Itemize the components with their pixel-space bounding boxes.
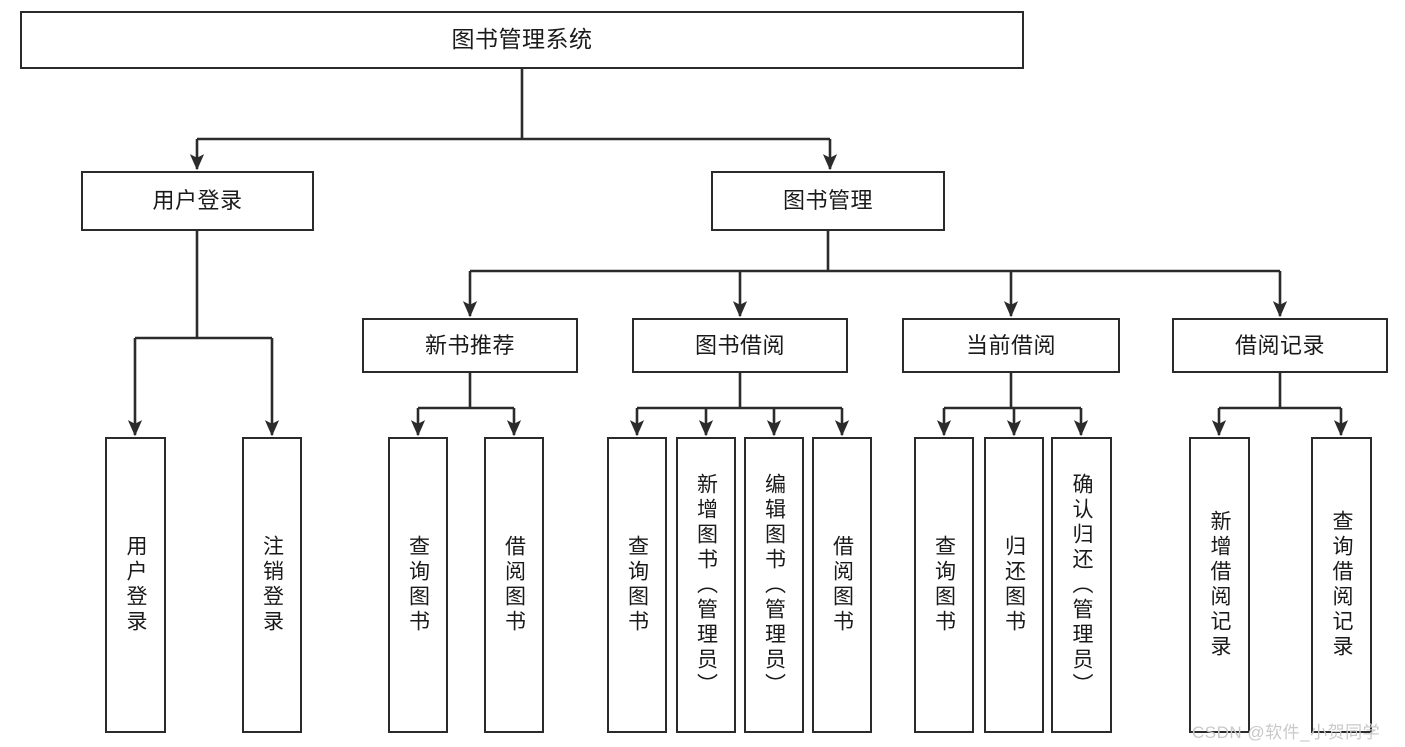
node-borrow-record-label: 借阅记录 — [1234, 332, 1325, 358]
node-leaf-add-book[interactable]: 新增图书（管理员） — [676, 437, 736, 733]
node-leaf-query-record-label: 查询借阅记录 — [1330, 510, 1353, 660]
node-book-borrow-label: 图书借阅 — [694, 332, 785, 358]
node-leaf-return-book[interactable]: 归还图书 — [984, 437, 1044, 733]
node-leaf-confirm-return-label: 确认归还（管理员） — [1070, 472, 1093, 698]
node-new-book-recommend-label: 新书推荐 — [424, 332, 515, 358]
node-leaf-borrow-book-2[interactable]: 借阅图书 — [812, 437, 872, 733]
node-leaf-user-login[interactable]: 用户登录 — [105, 437, 166, 733]
node-new-book-recommend[interactable]: 新书推荐 — [362, 318, 578, 373]
node-leaf-query-book-1-label: 查询图书 — [406, 535, 430, 635]
node-current-borrow-label: 当前借阅 — [965, 332, 1056, 358]
node-user-login-label: 用户登录 — [152, 188, 243, 214]
node-book-borrow[interactable]: 图书借阅 — [632, 318, 848, 373]
node-leaf-borrow-book-2-label: 借阅图书 — [830, 535, 854, 635]
node-leaf-return-book-label: 归还图书 — [1002, 535, 1026, 635]
node-leaf-query-book-3-label: 查询图书 — [932, 535, 956, 635]
node-leaf-borrow-book-1[interactable]: 借阅图书 — [484, 437, 544, 733]
node-current-borrow[interactable]: 当前借阅 — [902, 318, 1120, 373]
node-leaf-edit-book-label: 编辑图书（管理员） — [762, 472, 786, 698]
node-leaf-add-record-label: 新增借阅记录 — [1208, 510, 1231, 660]
node-leaf-user-login-label: 用户登录 — [124, 535, 147, 635]
node-leaf-query-book-2-label: 查询图书 — [625, 535, 649, 635]
csdn-watermark: CSDN @软件_小贺同学 — [1192, 723, 1381, 742]
node-root[interactable]: 图书管理系统 — [20, 11, 1024, 69]
node-borrow-record[interactable]: 借阅记录 — [1172, 318, 1388, 373]
node-leaf-add-record[interactable]: 新增借阅记录 — [1189, 437, 1250, 733]
node-leaf-query-book-1[interactable]: 查询图书 — [388, 437, 448, 733]
node-user-login[interactable]: 用户登录 — [81, 171, 314, 231]
node-leaf-add-book-label: 新增图书（管理员） — [694, 472, 718, 698]
node-leaf-confirm-return[interactable]: 确认归还（管理员） — [1051, 437, 1112, 733]
node-leaf-query-book-3[interactable]: 查询图书 — [914, 437, 974, 733]
node-book-manage-label: 图书管理 — [782, 188, 873, 214]
node-leaf-query-book-2[interactable]: 查询图书 — [607, 437, 667, 733]
node-leaf-query-record[interactable]: 查询借阅记录 — [1311, 437, 1372, 733]
node-root-label: 图书管理系统 — [451, 26, 593, 53]
node-leaf-edit-book[interactable]: 编辑图书（管理员） — [744, 437, 804, 733]
node-leaf-user-logout-label: 注销登录 — [260, 535, 284, 635]
node-leaf-user-logout[interactable]: 注销登录 — [242, 437, 302, 733]
node-book-manage[interactable]: 图书管理 — [711, 171, 945, 231]
node-leaf-borrow-book-1-label: 借阅图书 — [502, 535, 526, 635]
